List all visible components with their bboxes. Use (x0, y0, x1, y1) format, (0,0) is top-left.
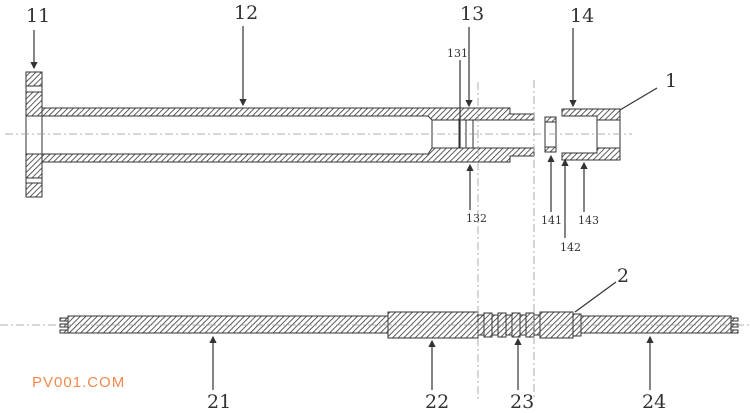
label-141: 141 (541, 214, 562, 227)
label-14: 14 (570, 5, 594, 27)
section-24 (580, 315, 732, 334)
label-21: 21 (207, 391, 231, 413)
center-lines (0, 80, 750, 400)
label-2: 2 (617, 265, 629, 287)
label-12: 12 (234, 2, 258, 24)
flange-11 (25, 71, 43, 198)
section-21 (67, 315, 389, 334)
label-143: 143 (578, 214, 599, 227)
label-142: 142 (560, 241, 581, 254)
label-132: 132 (466, 212, 487, 225)
label-23: 23 (510, 391, 534, 413)
label-1: 1 (665, 70, 677, 92)
sleeve-14 (561, 108, 621, 161)
label-22: 22 (425, 391, 449, 413)
label-11: 11 (26, 5, 50, 27)
watermark: PV001.COM (32, 374, 126, 391)
cable-assembly-2 (59, 311, 739, 339)
leader-lines (30, 26, 658, 390)
label-131: 131 (447, 47, 468, 60)
label-24: 24 (642, 391, 666, 413)
ring-141 (544, 116, 557, 153)
label-13: 13 (460, 3, 484, 25)
